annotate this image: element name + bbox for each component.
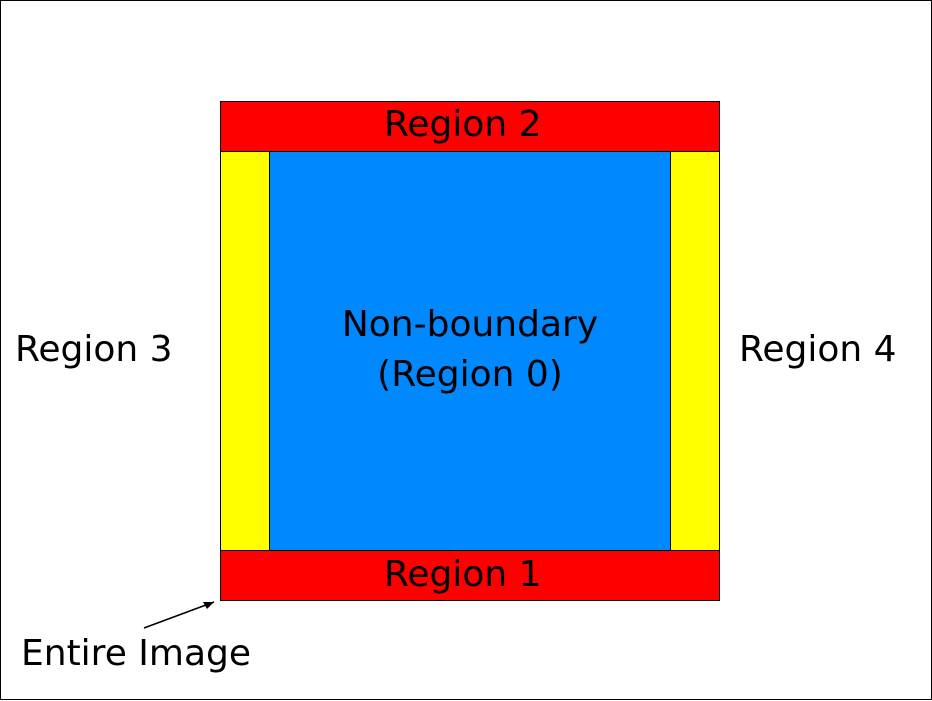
- arrow-head: [203, 602, 214, 609]
- region-2-label: Region 2: [384, 104, 542, 145]
- region-4-label: Region 4: [739, 329, 897, 370]
- region-0-label-line-2: (Region 0): [377, 354, 563, 395]
- arrow-line: [143, 601, 215, 629]
- entire-image-label: Entire Image: [21, 633, 252, 674]
- region-1-bottom-strip: [220, 550, 720, 601]
- region-2-top-strip: [220, 101, 720, 152]
- region-3-label: Region 3: [15, 329, 173, 370]
- region-4-right-strip: [670, 151, 720, 551]
- region-0-label-line-1: Non-boundary: [341, 304, 599, 345]
- region-0-center: [269, 151, 671, 551]
- region-1-label: Region 1: [384, 554, 542, 595]
- region-3-left-strip: [220, 151, 270, 551]
